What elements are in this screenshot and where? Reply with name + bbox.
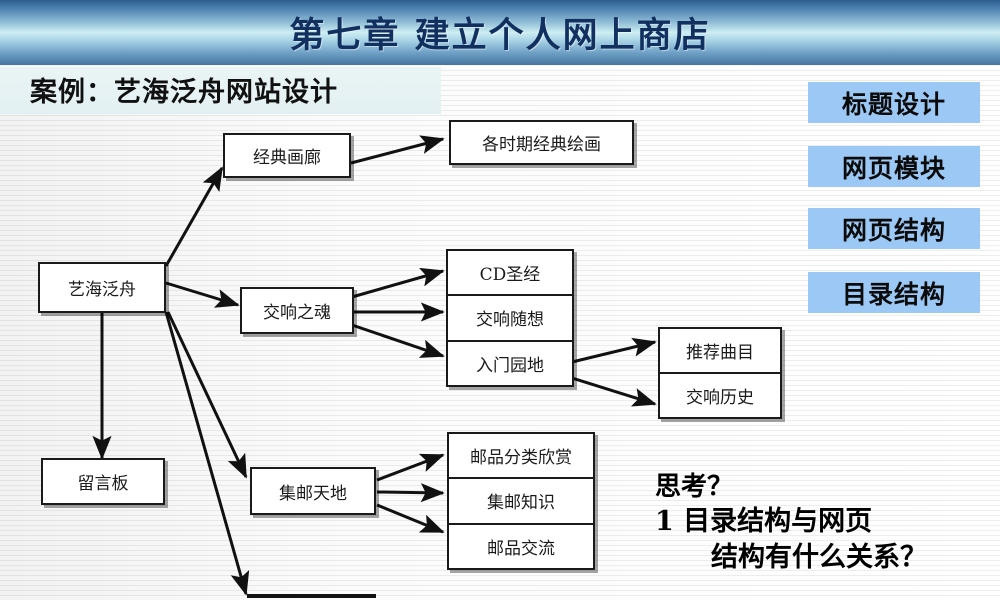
- nav-button-page-structure[interactable]: 网页结构: [808, 208, 980, 249]
- diagram-node-message-board[interactable]: 留言板: [41, 458, 165, 505]
- subtitle-background: [0, 67, 441, 114]
- nav-button-title-design[interactable]: 标题设计: [808, 82, 980, 123]
- diagram-node-root[interactable]: 艺海泛舟: [38, 262, 166, 313]
- diagram-node-gallery[interactable]: 经典画廊: [223, 133, 351, 178]
- page-title: 第七章 建立个人网上商店: [289, 15, 711, 56]
- diagram-cell-recommended-tracks[interactable]: 推荐曲目: [660, 329, 780, 374]
- diagram-cell-stamp-knowledge[interactable]: 集邮知识: [449, 479, 593, 525]
- diagram-cell-beginner[interactable]: 入门园地: [476, 355, 544, 376]
- diagram-cell-capriccio[interactable]: 交响随想: [448, 296, 572, 342]
- subtitle-text: 案例：艺海泛舟网站设计: [30, 77, 338, 108]
- diagram-node-stamp-world[interactable]: 集邮天地: [250, 467, 376, 515]
- slide-title-bar: 第七章 建立个人网上商店: [0, 0, 1000, 65]
- diagram-stack-music-sub[interactable]: 推荐曲目 交响历史: [658, 327, 782, 419]
- diagram-node-symphony[interactable]: 交响之魂: [240, 287, 354, 334]
- diagram-stack-music[interactable]: CD圣经 交响随想 入门园地: [446, 249, 574, 387]
- question-line-2: 结构有什么关系？: [711, 542, 927, 573]
- diagram-cell-stamp-exchange[interactable]: 邮品交流: [487, 538, 555, 559]
- question-block: 思考？ 1 目录结构与网页 结构有什么关系？: [655, 470, 1000, 576]
- diagram-stack-stamp[interactable]: 邮品分类欣赏 集邮知识 邮品交流: [447, 432, 595, 570]
- diagram-cell-stamp-categories[interactable]: 邮品分类欣赏: [449, 434, 593, 480]
- question-heading: 思考？: [655, 472, 734, 502]
- diagram-node-classic-paintings[interactable]: 各时期经典绘画: [449, 120, 634, 165]
- diagram-cell-symphony-history[interactable]: 交响历史: [686, 388, 754, 408]
- question-line-1: 1 目录结构与网页: [655, 506, 873, 537]
- diagram-cell-cd-bible[interactable]: CD圣经: [448, 251, 572, 297]
- nav-button-page-module[interactable]: 网页模块: [808, 146, 980, 187]
- nav-button-dir-structure[interactable]: 目录结构: [808, 272, 980, 313]
